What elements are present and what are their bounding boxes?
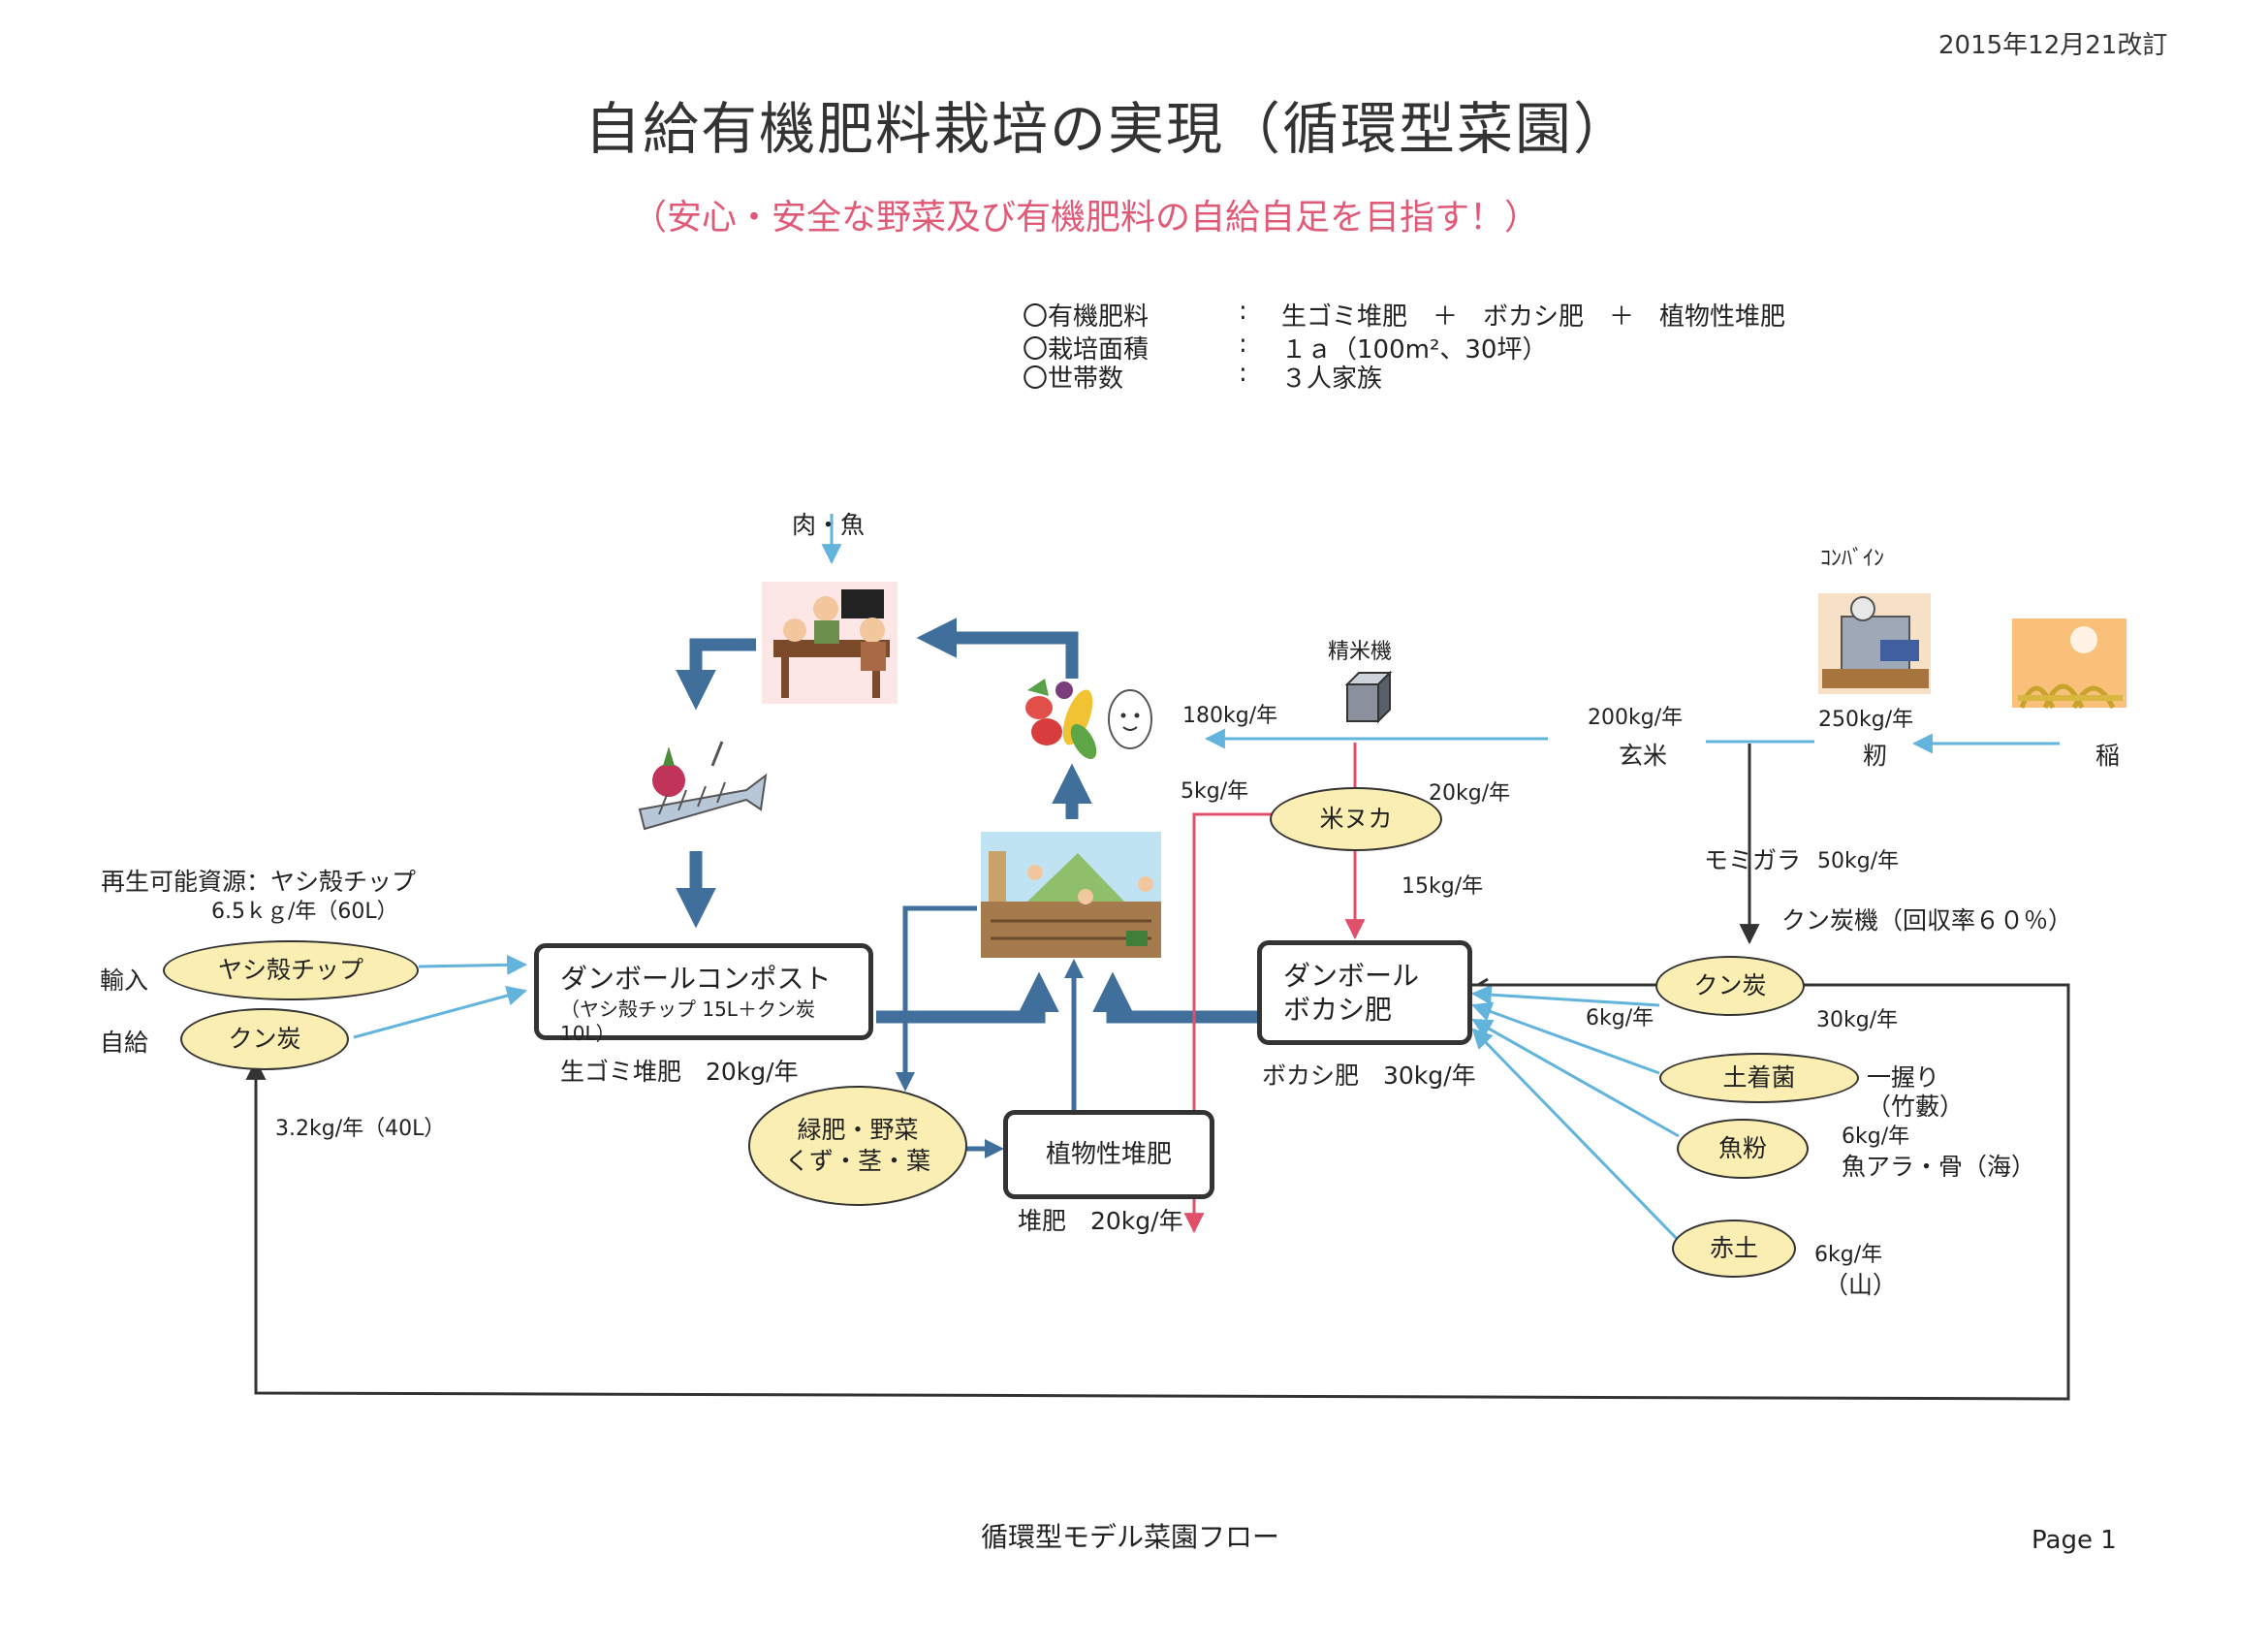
momi-label: 籾 (1863, 742, 1888, 770)
nuka-15-rate: 15kg/年 (1402, 874, 1484, 899)
cardboard-compost-title: ダンボールコンポスト (560, 963, 832, 995)
info-label-household: 〇世帯数 (1023, 364, 1124, 394)
cardboard-bokashi-box: ダンボール ボカシ肥 (1257, 940, 1472, 1045)
vegetables-icon (1025, 679, 1097, 760)
main-cycle-arrows (676, 618, 1257, 1024)
momigara-50-rate: 50kg/年 (1817, 849, 1900, 873)
arrow-compost-to-garden (876, 971, 1059, 1024)
rice-plant-label: 稲 (2095, 742, 2121, 770)
kuntanki-label: クン炭機（回収率６０％） (1781, 906, 2073, 935)
rice-mill-icon (1344, 670, 1393, 724)
gyofun-6-rate: 6kg/年 (1842, 1125, 1910, 1149)
rice-plant-icon (2012, 618, 2126, 710)
info-sep: : (1239, 297, 1247, 326)
dochakukin-node: 土着菌 (1659, 1053, 1859, 1103)
nuka-20-rate: 20kg/年 (1429, 781, 1511, 806)
arrow-veg-to-family (916, 618, 1079, 679)
cardboard-bokashi-title-1: ダンボール (1283, 960, 1420, 992)
kuntan-right-node: クン炭 (1655, 956, 1805, 1016)
family-dining-icon (762, 582, 898, 704)
kuntan-left-node: クン炭 (180, 1008, 349, 1070)
blue-flow-lines (353, 514, 2060, 1246)
combine-harvester-icon (1818, 593, 1931, 694)
combine-label: ｺﾝﾊﾞｲﾝ (1820, 547, 1885, 571)
garden-scene-icon (981, 832, 1161, 958)
dochakukin-source-1: 一握り (1867, 1063, 1940, 1092)
info-value-household: ３人家族 (1281, 364, 1383, 394)
momi-250-rate: 250kg/年 (1818, 708, 1914, 732)
import-label: 輸入 (100, 967, 149, 995)
genmai-200-rate: 200kg/年 (1588, 706, 1684, 730)
gyofun-node: 魚粉 (1677, 1119, 1809, 1179)
cardboard-compost-box: ダンボールコンポスト （ヤシ殻チップ 15L＋クン炭 10L） (534, 943, 873, 1045)
cardboard-bokashi-title-2: ボカシ肥 (1283, 994, 1393, 1026)
info-value-area: １ａ（100m²、30坪） (1281, 335, 1548, 364)
dochakukin-source-2: （竹藪） (1867, 1093, 1965, 1121)
arrow-family-to-waste (676, 638, 756, 711)
info-label-area: 〇栽培面積 (1023, 335, 1150, 364)
bokashi-output: ボカシ肥 30kg/年 (1262, 1062, 1476, 1090)
info-sep: : (1239, 359, 1247, 388)
akatsuchi-6-rate: 6kg/年 (1814, 1243, 1883, 1267)
kuntan-self-rate: 3.2kg/年（40L） (275, 1117, 446, 1141)
footer-caption: 循環型モデル菜園フロー (981, 1521, 1280, 1553)
arrow-bokashi-to-garden (1092, 971, 1257, 1024)
gyofun-source: 魚アラ・骨（海） (1842, 1153, 2036, 1181)
akatsuchi-source: （山） (1824, 1271, 1898, 1299)
kuntan-30-rate: 30kg/年 (1816, 1008, 1899, 1032)
self-supply-label: 自給 (100, 1029, 149, 1057)
meat-fish-label: 肉・魚 (792, 511, 866, 539)
renewable-resource-label: 再生可能資源：ヤシ殻チップ (101, 868, 417, 896)
genmai-label: 玄米 (1619, 742, 1668, 770)
revision-date: 2015年12月21改訂 (1938, 31, 2168, 60)
page-subtitle: （安心・安全な野菜及び有機肥料の自給自足を目指す！） (632, 198, 1540, 238)
info-label-fertilizer: 〇有機肥料 (1023, 302, 1150, 332)
green-manure-node: 緑肥・野菜 くず・茎・葉 (748, 1086, 967, 1206)
info-sep: : (1239, 330, 1247, 359)
rice-mill-label: 精米機 (1328, 640, 1393, 664)
kuntan-6-rate: 6kg/年 (1586, 1006, 1654, 1030)
yashi-rate: 6.5ｋｇ/年（60L） (211, 900, 398, 924)
rice-grain-character-icon (1108, 689, 1152, 749)
kitchen-waste-icon (638, 741, 768, 831)
akatsuchi-node: 赤土 (1672, 1220, 1796, 1278)
plant-compost-box: 植物性堆肥 (1003, 1110, 1214, 1199)
cardboard-compost-subtitle: （ヤシ殻チップ 15L＋クン炭 10L） (560, 998, 815, 1045)
page-number: Page 1 (2032, 1526, 2117, 1555)
info-value-fertilizer: 生ゴミ堆肥 ＋ ボカシ肥 ＋ 植物性堆肥 (1281, 302, 1786, 332)
komenuka-node: 米ヌカ (1270, 787, 1442, 851)
momigara-label: モミガラ (1704, 846, 1802, 874)
page-title: 自給有機肥料栽培の実現（循環型菜園） (584, 96, 1632, 162)
namagomi-output: 生ゴミ堆肥 20kg/年 (560, 1058, 799, 1086)
taihi-output: 堆肥 20kg/年 (1018, 1207, 1183, 1235)
yashi-chip-node: ヤシ殻チップ (163, 940, 419, 1000)
nuka-5-rate: 5kg/年 (1181, 779, 1249, 804)
rice-180-rate: 180kg/年 (1182, 704, 1278, 728)
arrow-garden-to-greenmanure (896, 905, 977, 1092)
